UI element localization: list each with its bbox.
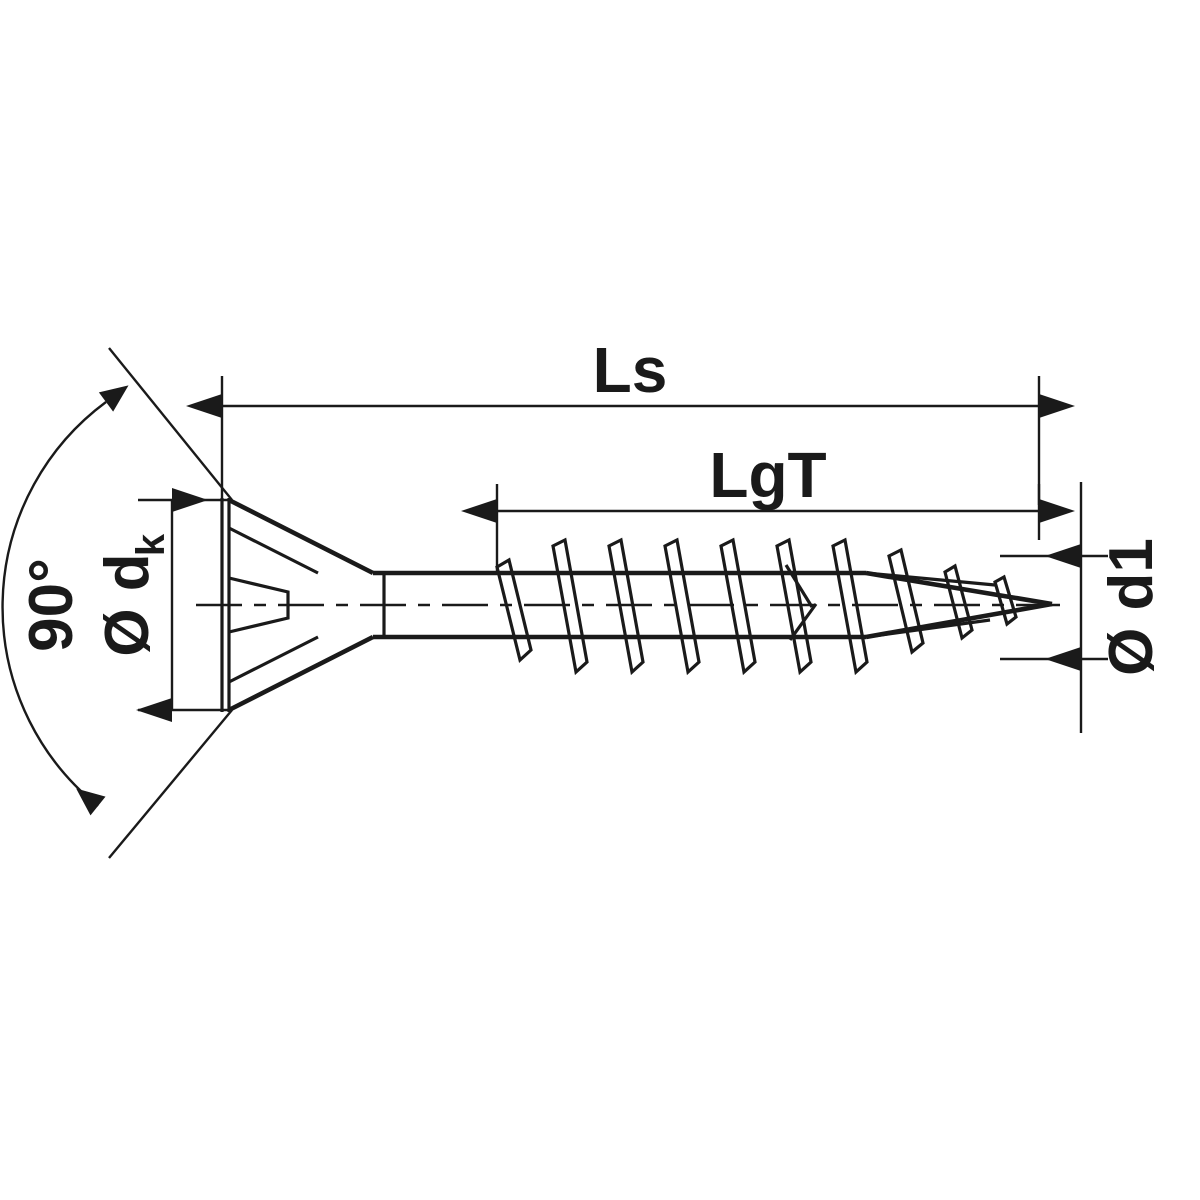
dimension-d1: Ø d1 [1000,482,1166,733]
screw-body [196,497,1060,713]
screw-thread-turns [495,537,818,676]
head-flank-extension-upper [108,347,233,501]
head-angle-label: 90° [17,558,86,652]
dimension-lgt: LgT [461,439,1075,573]
head-angle-arc [1,385,129,816]
dimension-ls: Ls [186,334,1075,505]
dk-label-subscript: k [129,533,173,556]
dk-label: Ø d [93,553,162,656]
screw-head-cone [227,497,375,713]
screw-point [831,537,1053,676]
ls-label: Ls [593,334,668,406]
head-flank-extension-lower [108,709,233,859]
dk-label-group: Ø d k [93,533,173,657]
d1-label: Ø d1 [1097,538,1166,676]
dimension-head-angle: 90° [1,347,233,859]
lgt-label: LgT [709,439,826,511]
